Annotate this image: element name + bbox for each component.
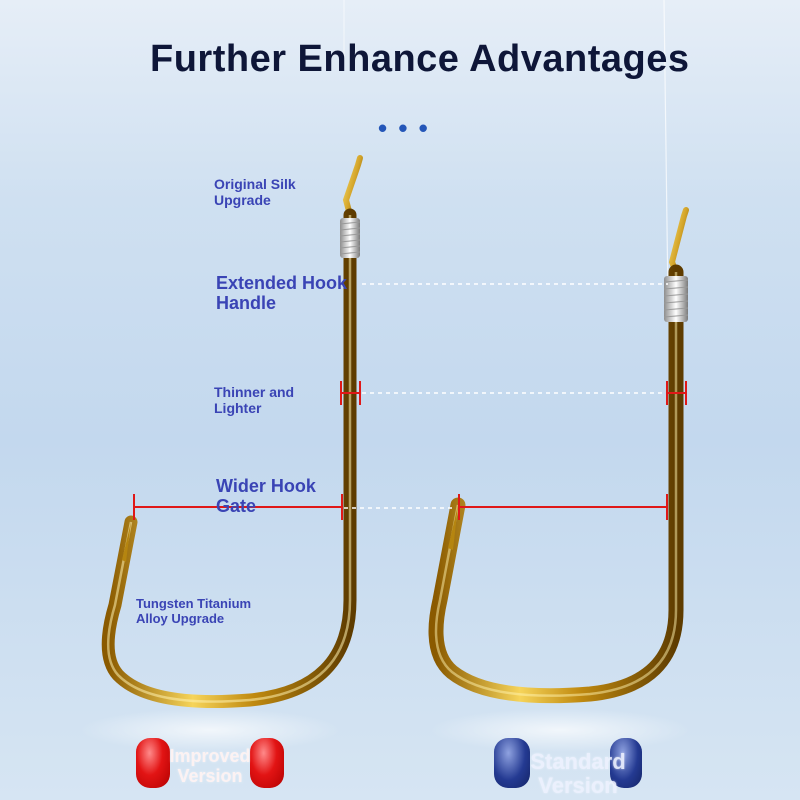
reflection-right <box>430 708 690 752</box>
fishing-line-right <box>663 0 669 301</box>
label-wider-hook-gate: Wider Hook Gate <box>216 476 316 516</box>
silk-coil <box>339 218 361 258</box>
improved-badge-left-cap <box>136 738 170 788</box>
improved-hook-icon <box>101 155 363 709</box>
standard-badge-left-cap <box>494 738 530 788</box>
label-extended-hook-handle: Extended Hook Handle <box>216 273 348 313</box>
standard-badge-right-cap <box>610 738 642 788</box>
gate-marker-left <box>133 494 343 520</box>
ellipsis-dots: • • • <box>378 113 430 143</box>
gate-marker-right <box>458 494 668 520</box>
thickness-marker-left <box>340 381 361 405</box>
improved-version-label: Improved Version <box>169 746 251 786</box>
label-thinner-lighter: Thinner and Lighter <box>214 384 295 416</box>
standard-version-label: Standard Version <box>530 749 626 798</box>
thickness-marker-right <box>666 381 687 405</box>
label-original-silk: Original Silk Upgrade <box>214 176 296 208</box>
page-title: Further Enhance Advantages <box>150 38 690 80</box>
improved-badge-right-cap <box>250 738 284 788</box>
standard-hook-icon <box>428 207 689 704</box>
label-tungsten-alloy: Tungsten Titanium Alloy Upgrade <box>136 596 252 626</box>
silk-coil <box>663 276 689 322</box>
